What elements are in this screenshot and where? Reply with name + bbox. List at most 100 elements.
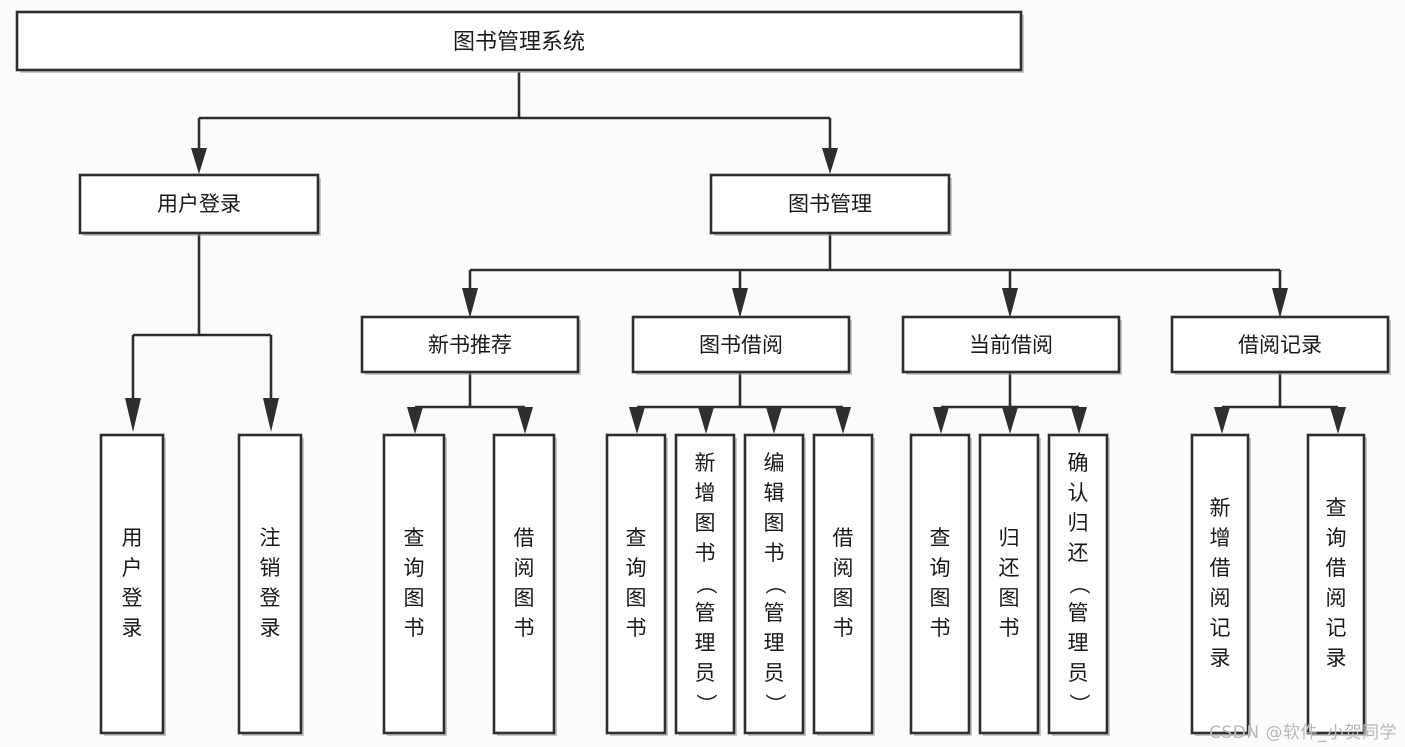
svg-text:阅: 阅 bbox=[514, 556, 535, 580]
svg-text:借: 借 bbox=[514, 526, 535, 550]
svg-text:询: 询 bbox=[930, 556, 951, 580]
svg-text:员: 员 bbox=[1068, 661, 1089, 685]
arrowhead-cb-leaf1 bbox=[933, 407, 949, 434]
svg-text:借: 借 bbox=[1326, 556, 1347, 580]
svg-text:编: 编 bbox=[764, 451, 785, 475]
svg-text:书: 书 bbox=[833, 616, 854, 640]
svg-text:员: 员 bbox=[764, 661, 785, 685]
svg-text:登: 登 bbox=[122, 586, 143, 610]
svg-text:注: 注 bbox=[260, 526, 281, 550]
svg-text:询: 询 bbox=[1326, 526, 1347, 550]
node-user-login-label: 用户登录 bbox=[157, 192, 241, 216]
svg-text:图: 图 bbox=[999, 586, 1020, 610]
svg-text:查: 查 bbox=[930, 526, 951, 550]
node-borrow-record[interactable]: 借阅记录 bbox=[1170, 315, 1391, 375]
arrowhead-bb-leaf3 bbox=[766, 407, 782, 434]
svg-text:录: 录 bbox=[1326, 646, 1347, 670]
svg-text:查: 查 bbox=[626, 526, 647, 550]
svg-text:管: 管 bbox=[1068, 601, 1089, 625]
node-book-management[interactable]: 图书管理 bbox=[709, 173, 952, 236]
arrowhead-br-leaf2 bbox=[1330, 407, 1346, 434]
svg-text:询: 询 bbox=[626, 556, 647, 580]
svg-text:图: 图 bbox=[404, 586, 425, 610]
svg-text:）: ） bbox=[694, 694, 718, 715]
svg-text:录: 录 bbox=[260, 616, 281, 640]
arrowhead-ul-leaf1 bbox=[125, 398, 141, 432]
svg-text:书: 书 bbox=[626, 616, 647, 640]
arrowhead-bb-leaf2 bbox=[698, 407, 714, 434]
svg-text:增: 增 bbox=[1210, 526, 1231, 550]
svg-text:查: 查 bbox=[1326, 496, 1347, 520]
svg-text:理: 理 bbox=[695, 631, 716, 655]
svg-text:阅: 阅 bbox=[1210, 586, 1231, 610]
svg-text:员: 员 bbox=[695, 661, 716, 685]
svg-text:管: 管 bbox=[764, 601, 785, 625]
node-book-borrow[interactable]: 图书借阅 bbox=[631, 315, 852, 375]
svg-text:认: 认 bbox=[1068, 481, 1089, 505]
svg-text:理: 理 bbox=[1068, 631, 1089, 655]
node-root[interactable]: 图书管理系统 bbox=[15, 10, 1024, 73]
svg-text:还: 还 bbox=[999, 556, 1020, 580]
svg-text:）: ） bbox=[1067, 694, 1091, 715]
svg-text:图: 图 bbox=[833, 586, 854, 610]
svg-text:图: 图 bbox=[626, 586, 647, 610]
svg-text:借: 借 bbox=[833, 526, 854, 550]
arrowhead-borrow-record bbox=[1272, 288, 1288, 318]
svg-text:新: 新 bbox=[695, 451, 716, 475]
svg-text:图: 图 bbox=[695, 511, 716, 535]
svg-text:询: 询 bbox=[404, 556, 425, 580]
node-new-book-recommend-label: 新书推荐 bbox=[428, 333, 512, 357]
svg-text:归: 归 bbox=[1068, 511, 1089, 535]
arrowhead-cb-leaf3 bbox=[1071, 407, 1087, 434]
svg-text:图: 图 bbox=[514, 586, 535, 610]
svg-text:书: 书 bbox=[695, 541, 716, 565]
arrowhead-bb-leaf4 bbox=[835, 407, 851, 434]
arrowhead-book-mgmt bbox=[822, 148, 838, 174]
svg-text:查: 查 bbox=[404, 526, 425, 550]
arrowhead-cb-leaf2 bbox=[1002, 407, 1018, 434]
svg-text:书: 书 bbox=[999, 616, 1020, 640]
svg-text:记: 记 bbox=[1210, 616, 1231, 640]
arrowhead-ul-leaf2 bbox=[263, 398, 279, 432]
leaf-label: 用户登录 bbox=[122, 526, 143, 640]
leaf-node[interactable]: 用户登录 bbox=[99, 433, 166, 736]
node-user-login[interactable]: 用户登录 bbox=[78, 173, 321, 236]
svg-text:还: 还 bbox=[1068, 541, 1089, 565]
arrowhead-book-borrow bbox=[732, 288, 748, 318]
arrowhead-user-login bbox=[191, 148, 207, 174]
node-new-book-recommend[interactable]: 新书推荐 bbox=[360, 315, 581, 375]
svg-text:书: 书 bbox=[930, 616, 951, 640]
arrowhead-nb-leaf1 bbox=[407, 407, 423, 434]
svg-text:）: ） bbox=[763, 694, 787, 715]
node-current-borrow[interactable]: 当前借阅 bbox=[901, 315, 1122, 375]
arrowhead-current-borrow bbox=[1002, 288, 1018, 318]
svg-text:图: 图 bbox=[930, 586, 951, 610]
svg-text:确: 确 bbox=[1068, 451, 1089, 475]
svg-text:（: （ bbox=[763, 574, 787, 595]
node-borrow-record-label: 借阅记录 bbox=[1238, 333, 1322, 357]
